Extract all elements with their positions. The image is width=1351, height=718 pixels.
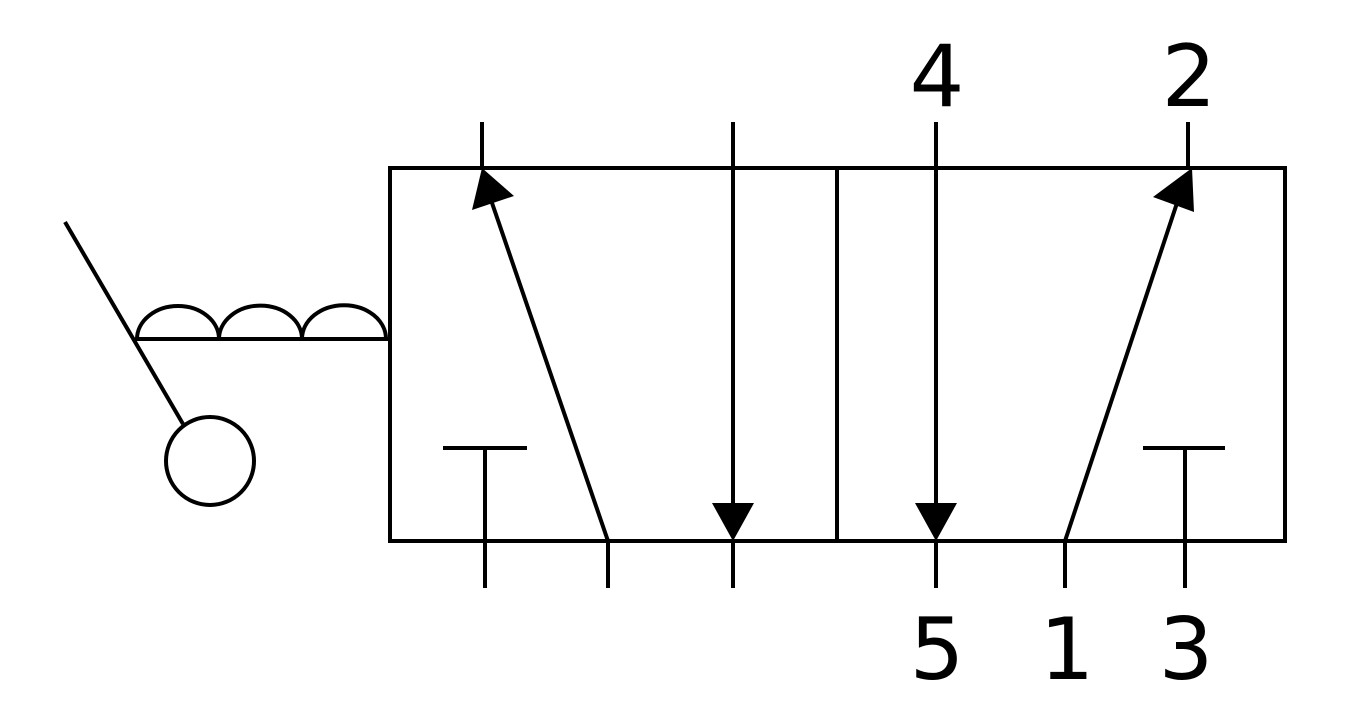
port-3-label: 3 — [1159, 600, 1214, 700]
right-diagonal-flow-line — [1063, 199, 1180, 542]
right-vertical-arrowhead — [915, 503, 957, 541]
roller-lever-actuator — [63, 220, 390, 507]
left-diagonal-flow-line — [489, 199, 610, 542]
port-4-label: 4 — [910, 27, 965, 127]
right-position-box — [915, 122, 1225, 542]
left-position-box — [443, 122, 754, 542]
port-1-label: 1 — [1040, 600, 1095, 700]
port-labels: 4 2 5 1 3 — [910, 27, 1217, 700]
port-5-label: 5 — [910, 600, 965, 700]
left-diagonal-arrowhead — [472, 168, 514, 210]
actuator-lever-arm — [63, 220, 185, 426]
left-vertical-arrowhead — [712, 503, 754, 541]
port-stubs — [480, 122, 1190, 588]
right-diagonal-arrowhead — [1153, 168, 1194, 212]
actuator-roller — [164, 415, 256, 507]
port-2-label: 2 — [1162, 27, 1217, 127]
actuator-bumps — [135, 303, 388, 340]
valve-body — [388, 166, 1287, 543]
